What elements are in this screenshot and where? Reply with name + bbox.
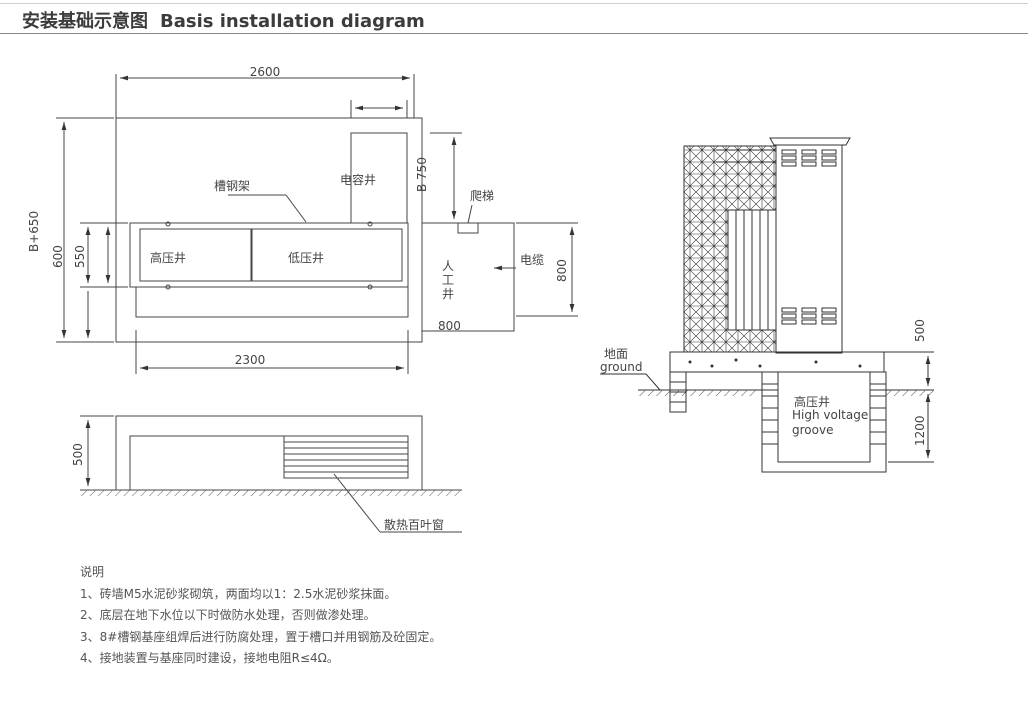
dim-b650: B+650 xyxy=(27,211,41,252)
label-ground-en: ground xyxy=(600,360,642,374)
label-manhole-2: 工 xyxy=(442,273,454,287)
header-top-rule xyxy=(0,3,1028,4)
note-item-4: 4、接地装置与基座同时建设，接地电阻R≤4Ω。 xyxy=(80,651,339,665)
label-cable: 电缆 xyxy=(520,253,544,267)
label-manhole-3: 井 xyxy=(442,287,454,301)
dim-800-bottom: 800 xyxy=(438,319,461,333)
vent-top xyxy=(781,149,837,167)
dim-800-right: 800 xyxy=(555,259,569,282)
header-bottom-rule xyxy=(0,33,1028,34)
label-hv-en-1: High voltage xyxy=(792,408,868,422)
page-title: 安装基础示意图 Basis installation diagram xyxy=(22,7,425,33)
side-view xyxy=(600,137,934,473)
dim-600: 600 xyxy=(51,245,65,268)
label-louver: 散热百叶窗 xyxy=(384,517,444,532)
title-chinese: 安装基础示意图 xyxy=(22,11,148,32)
plan-view xyxy=(56,74,578,374)
label-capacitor-well: 电容井 xyxy=(340,172,376,187)
page-header: 安装基础示意图 Basis installation diagram xyxy=(0,0,1028,34)
label-hv-cn: 高压井 xyxy=(794,394,830,409)
label-lv-well: 低压井 xyxy=(288,251,324,265)
elevation-view xyxy=(80,415,462,533)
label-ladder: 爬梯 xyxy=(470,189,494,203)
vent-bottom xyxy=(781,307,837,325)
dim-550: 550 xyxy=(73,245,87,268)
note-item-1: 1、砖墙M5水泥砂浆砌筑，两面均以1：2.5水泥砂浆抹面。 xyxy=(80,586,397,601)
dim-b750: B 750 xyxy=(415,157,429,192)
dim-500-elevation: 500 xyxy=(71,443,85,466)
dim-1200: 1200 xyxy=(913,415,927,446)
notes: 说明 1、砖墙M5水泥砂浆砌筑，两面均以1：2.5水泥砂浆抹面。 2、底层在地下… xyxy=(80,562,441,670)
label-hv-well: 高压井 xyxy=(150,250,186,265)
label-channel-frame: 槽钢架 xyxy=(214,179,250,193)
title-english: Basis installation diagram xyxy=(160,11,425,32)
label-manhole-1: 人 xyxy=(442,259,454,273)
dim-2300: 2300 xyxy=(235,353,266,367)
note-item-3: 3、8#槽钢基座组焊后进行防腐处理，置于槽口并用钢筋及砼固定。 xyxy=(80,629,442,644)
label-ground-cn: 地面 xyxy=(604,347,628,361)
dim-2600: 2600 xyxy=(250,65,281,79)
note-item-2: 2、底层在地下水位以下时做防水处理，否则做渗处理。 xyxy=(80,608,376,622)
label-hv-en-2: groove xyxy=(792,423,833,437)
dim-500-side: 500 xyxy=(913,319,927,342)
notes-heading: 说明 xyxy=(80,565,105,579)
